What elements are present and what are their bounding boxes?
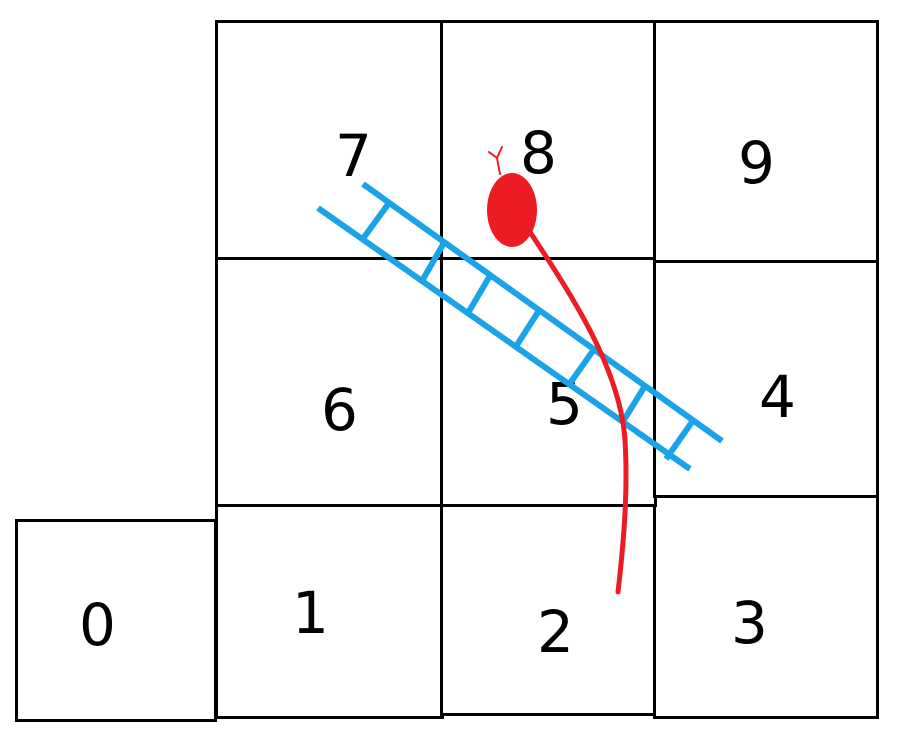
- square-label-1: 1: [292, 579, 329, 647]
- square-0: [15, 519, 217, 722]
- square-label-8: 8: [520, 119, 557, 187]
- square-label-0: 0: [79, 591, 116, 659]
- square-1: [215, 503, 444, 719]
- square-7: [215, 20, 444, 260]
- square-label-9: 9: [738, 129, 775, 197]
- square-label-5: 5: [546, 370, 583, 438]
- square-label-7: 7: [335, 122, 372, 190]
- square-label-2: 2: [537, 598, 574, 666]
- square-label-6: 6: [321, 376, 358, 444]
- square-3: [653, 494, 879, 719]
- square-label-3: 3: [731, 589, 768, 657]
- square-label-4: 4: [759, 363, 796, 431]
